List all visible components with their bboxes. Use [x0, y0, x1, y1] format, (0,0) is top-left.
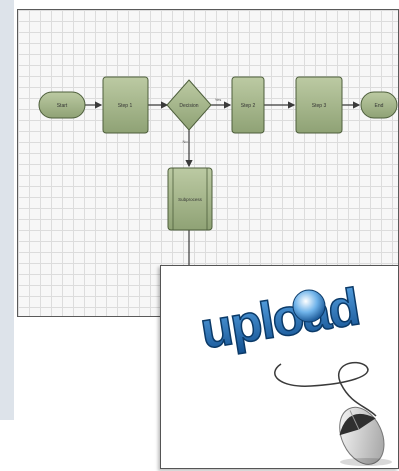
start-node-label: Start — [57, 103, 68, 109]
flowchart-diagram: Start Step 1 Decision Yes No Step 2 Step… — [17, 9, 399, 317]
decision-node — [166, 79, 212, 131]
computer-mouse-icon — [339, 406, 385, 465]
upload-illustration-canvas: upload — [196, 277, 392, 466]
end-node-label: End — [375, 103, 384, 109]
start-node — [38, 91, 86, 119]
mouse-shadow — [340, 458, 392, 466]
decision-no-label: No — [182, 139, 188, 144]
subprocess-node-label: Subprocess — [178, 197, 203, 202]
upload-illustration: upload — [160, 265, 399, 469]
upload-word: upload — [197, 278, 363, 360]
decision-yes-label: Yes — [215, 97, 222, 102]
decision-node-label: Decision — [179, 103, 198, 109]
step1-node-label: Step 1 — [118, 103, 133, 109]
step3-node — [295, 76, 343, 134]
step2-node — [231, 76, 265, 134]
subprocess-node — [167, 167, 213, 231]
step2-node-label: Step 2 — [241, 103, 256, 109]
step3-node-label: Step 3 — [312, 103, 327, 109]
left-margin-strip — [0, 0, 14, 420]
mouse-cable — [274, 361, 377, 417]
globe-icon — [292, 289, 326, 323]
step1-node — [102, 76, 149, 134]
end-node — [360, 91, 398, 119]
